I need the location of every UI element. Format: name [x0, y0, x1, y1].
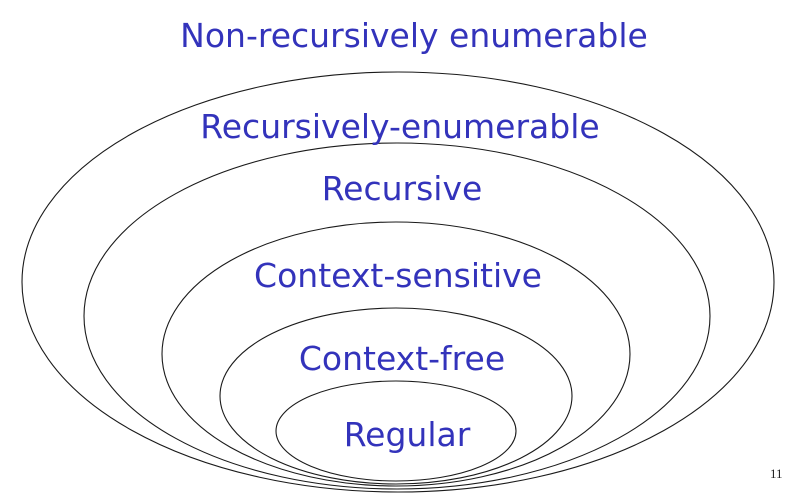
- label-regular: Regular: [344, 415, 471, 454]
- label-recursively-enumerable: Recursively-enumerable: [200, 107, 599, 146]
- ellipse-context-free: [219, 307, 573, 485]
- ellipse-recursively-enumerable: [21, 71, 775, 493]
- label-non-recursively-enumerable: Non-recursively enumerable: [180, 16, 648, 55]
- ellipse-context-sensitive: [161, 221, 631, 487]
- label-recursive: Recursive: [322, 169, 483, 208]
- page-number: 11: [770, 466, 783, 481]
- ellipse-recursive: [83, 142, 711, 490]
- ellipse-regular: [275, 380, 517, 482]
- label-context-sensitive: Context-sensitive: [254, 256, 542, 295]
- label-context-free: Context-free: [299, 339, 505, 378]
